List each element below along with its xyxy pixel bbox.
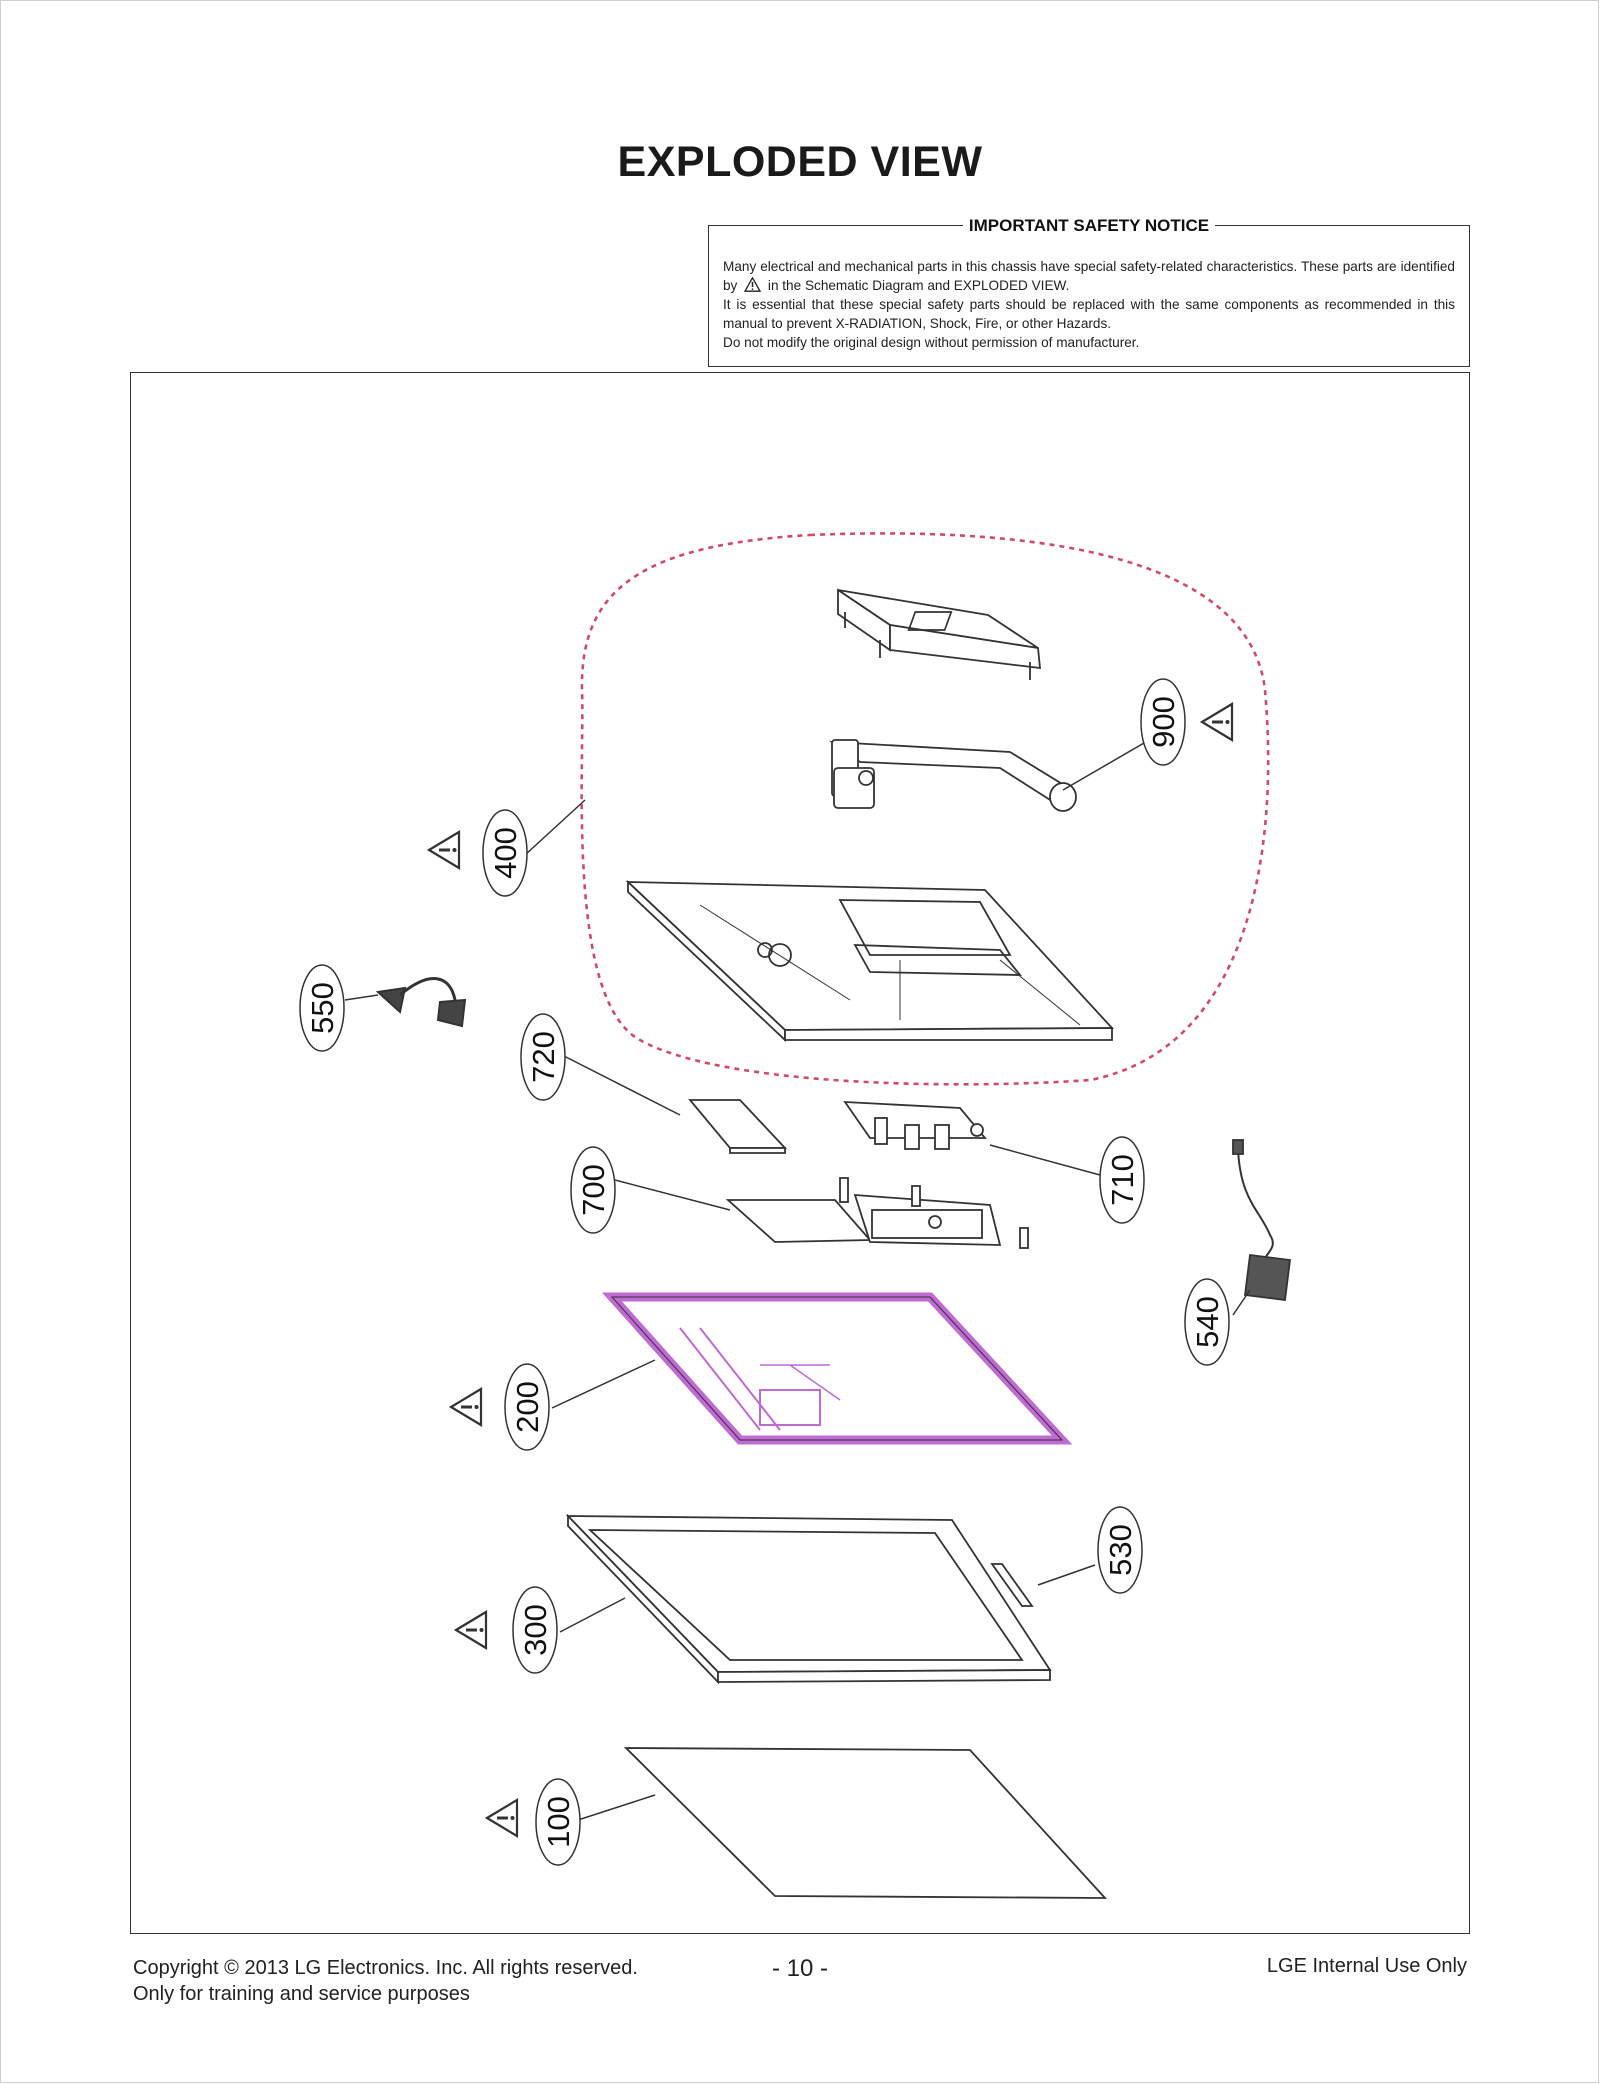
exploded-view-frame bbox=[130, 372, 1470, 1934]
callout-100: 100 bbox=[535, 1778, 581, 1866]
front-glass-part bbox=[623, 1747, 1108, 1899]
stand-arm-part bbox=[828, 739, 1077, 812]
callout-200: 200 bbox=[504, 1363, 550, 1451]
page-number: - 10 - bbox=[771, 1955, 828, 1982]
hinge-cover-part bbox=[837, 588, 1042, 680]
callout-label: 900 bbox=[1146, 696, 1181, 748]
footer-internal-use: LGE Internal Use Only bbox=[1266, 1955, 1467, 1977]
callout-label: 200 bbox=[510, 1381, 545, 1433]
callout-300: 300 bbox=[512, 1586, 558, 1674]
safety-notice-box: IMPORTANT SAFETY NOTICE Many electrical … bbox=[708, 216, 1470, 367]
footer-copyright: Copyright © 2013 LG Electronics. Inc. Al… bbox=[133, 1957, 638, 1979]
back-cover-part bbox=[625, 879, 1115, 1043]
power-adapter-part bbox=[1232, 1139, 1292, 1302]
callout-550: 550 bbox=[299, 964, 345, 1052]
callout-label: 540 bbox=[1190, 1296, 1225, 1348]
small-cover-part bbox=[990, 1563, 1034, 1607]
callout-540: 540 bbox=[1184, 1278, 1230, 1366]
warning-triangle-icon bbox=[1200, 702, 1234, 742]
callout-label: 100 bbox=[541, 1796, 576, 1848]
small-board-part bbox=[688, 1099, 788, 1154]
callout-label: 400 bbox=[488, 827, 523, 879]
callout-label: 700 bbox=[576, 1164, 611, 1216]
warning-triangle-icon bbox=[427, 830, 461, 870]
lcd-panel-part bbox=[601, 1292, 1073, 1445]
safety-notice-line2: It is essential that these special safet… bbox=[723, 297, 1455, 331]
warning-triangle-icon bbox=[449, 1387, 483, 1427]
main-bracket-part bbox=[725, 1177, 1029, 1249]
safety-notice-body: Many electrical and mechanical parts in … bbox=[723, 257, 1455, 352]
callout-label: 530 bbox=[1103, 1524, 1138, 1576]
warning-triangle-icon bbox=[744, 277, 762, 292]
page-title: EXPLODED VIEW bbox=[617, 138, 983, 186]
interface-board-part bbox=[843, 1101, 987, 1150]
callout-900: 900 bbox=[1140, 678, 1186, 766]
footer-purpose: Only for training and service purposes bbox=[133, 1983, 470, 2005]
safety-notice-line3: Do not modify the original design withou… bbox=[723, 335, 1140, 350]
callout-label: 300 bbox=[518, 1604, 553, 1656]
footer-copyright-block: Copyright © 2013 LG Electronics. Inc. Al… bbox=[133, 1955, 638, 2007]
safety-notice-line1-end: in the Schematic Diagram and EXPLODED VI… bbox=[767, 278, 1070, 293]
callout-710: 710 bbox=[1099, 1136, 1145, 1224]
cable-part bbox=[375, 977, 467, 1028]
safety-notice-heading: IMPORTANT SAFETY NOTICE bbox=[962, 216, 1216, 235]
assembly-group-outline bbox=[580, 532, 1270, 1086]
callout-530: 530 bbox=[1097, 1506, 1143, 1594]
callout-label: 550 bbox=[305, 982, 340, 1034]
callout-720: 720 bbox=[520, 1013, 566, 1101]
front-frame-part bbox=[565, 1513, 1052, 1685]
callout-700: 700 bbox=[570, 1146, 616, 1234]
safety-notice-line1: Many electrical and mechanical parts in … bbox=[723, 259, 1455, 293]
callout-label: 710 bbox=[1105, 1154, 1140, 1206]
warning-triangle-icon bbox=[485, 1798, 519, 1838]
callout-400: 400 bbox=[482, 809, 528, 897]
callout-label: 720 bbox=[526, 1031, 561, 1083]
warning-triangle-icon bbox=[454, 1610, 488, 1650]
